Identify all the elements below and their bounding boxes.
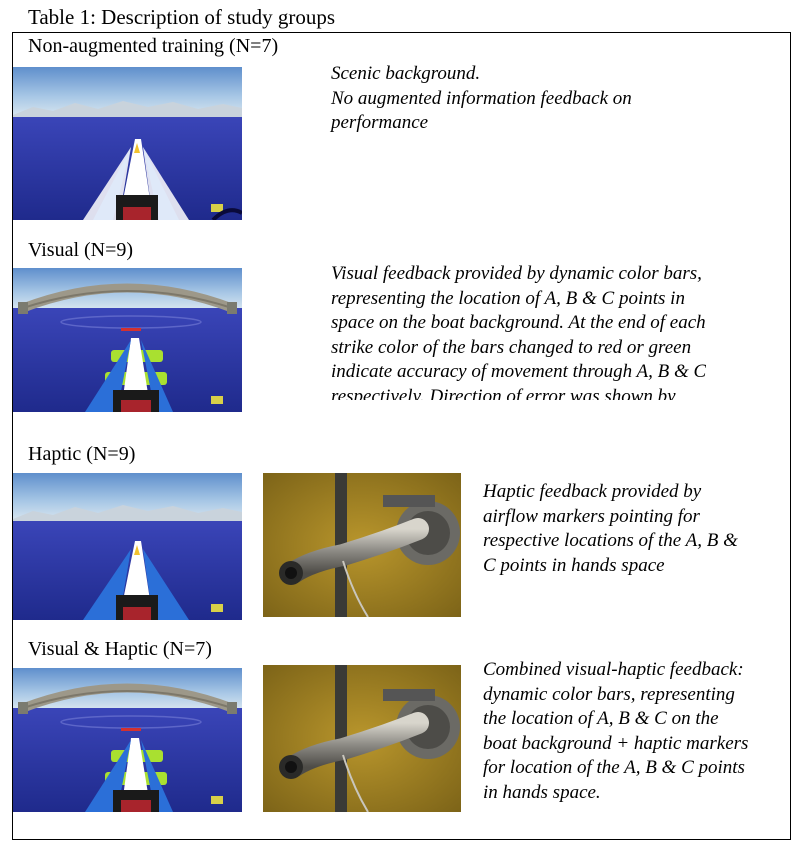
visual-feedback-boat-image-combined	[13, 668, 242, 812]
group-label-haptic: Haptic (N=9)	[28, 443, 136, 465]
visual-feedback-boat-image	[13, 268, 242, 412]
haptic-airflow-marker-photo	[263, 473, 461, 617]
group-description-visual-haptic: Combined visual-haptic feedback: dynamic…	[483, 659, 749, 803]
group-label-non-augmented: Non-augmented training (N=7)	[28, 35, 279, 57]
group-label-visual-haptic: Visual & Haptic (N=7)	[28, 638, 212, 660]
scenic-boat-image-haptic	[13, 473, 242, 620]
haptic-airflow-marker-photo-combined	[263, 665, 461, 812]
table-frame	[12, 32, 791, 840]
group-description-visual: Visual feedback provided by dynamic colo…	[331, 263, 707, 400]
scenic-boat-image	[13, 67, 242, 220]
group-description-haptic: Haptic feedback provided by airflow mark…	[483, 481, 738, 576]
group-description-non-augmented: Scenic background. No augmented informat…	[331, 63, 632, 133]
group-label-visual: Visual (N=9)	[28, 239, 134, 261]
table-caption: Table 1: Description of study groups	[28, 5, 336, 29]
